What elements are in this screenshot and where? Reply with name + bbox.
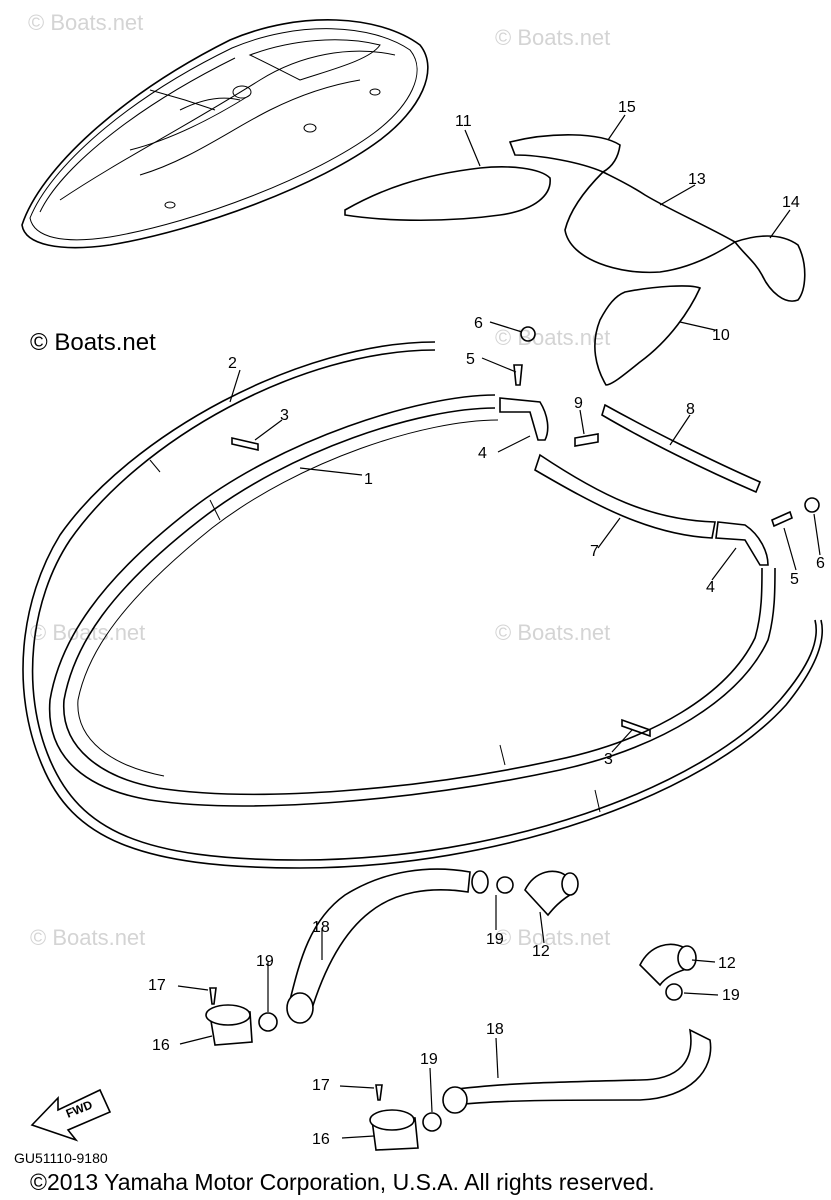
callout-16: 16 — [152, 1037, 170, 1054]
callout-8: 8 — [686, 401, 695, 418]
joint-4-upper — [499, 397, 549, 441]
callout-12: 12 — [532, 943, 550, 960]
drain-plug-16-lower — [369, 1109, 419, 1151]
callout-19: 19 — [420, 1051, 438, 1068]
callout-16: 16 — [312, 1131, 330, 1148]
cap-6-upper — [520, 326, 536, 342]
deck-mats — [344, 134, 806, 386]
callout-11: 11 — [455, 113, 472, 130]
callout-17: 17 — [312, 1077, 330, 1094]
copyright: ©2013 Yamaha Motor Corporation, U.S.A. A… — [30, 1169, 655, 1195]
screw-5-upper — [513, 364, 523, 386]
callout-17: 17 — [148, 977, 166, 994]
callout-4: 4 — [478, 445, 487, 462]
rail-7 — [534, 453, 716, 539]
screw-17-lower — [375, 1084, 383, 1101]
fwd-label: FWD — [64, 1097, 95, 1120]
callout-5: 5 — [790, 571, 799, 588]
callout-14: 14 — [782, 194, 800, 211]
drain-plug-16-upper — [205, 1004, 253, 1046]
callout-5: 5 — [466, 351, 475, 368]
clamp-19-lower — [665, 983, 683, 1001]
callout-18: 18 — [312, 919, 330, 936]
watermark: © Boats.net — [28, 10, 143, 35]
watercraft-illustration — [21, 19, 429, 249]
callout-3: 3 — [280, 407, 289, 424]
boats-net-mark: © Boats.net — [30, 329, 156, 356]
clamp-19-upper — [496, 876, 514, 894]
watermark: © Boats.net — [495, 25, 610, 50]
callout-10: 10 — [712, 327, 730, 344]
rivet-3-upper — [231, 436, 259, 452]
joint-4-lower — [715, 521, 769, 566]
watermark: © Boats.net — [30, 925, 145, 950]
leader-lines — [177, 114, 821, 1139]
callout-15: 15 — [618, 99, 636, 116]
callout-19: 19 — [722, 987, 740, 1004]
drain-assemblies — [205, 868, 712, 1151]
watermark: © Boats.net — [30, 620, 145, 645]
diagram-code: GU51110-9180 — [14, 1150, 108, 1166]
mat-11 — [344, 166, 551, 222]
cap-6-lower — [804, 497, 820, 513]
callout-4: 4 — [706, 579, 715, 596]
clamp-19-right — [422, 1112, 442, 1132]
screw-5-lower — [771, 510, 793, 528]
mat-10 — [594, 285, 702, 386]
watermarks: © Boats.net © Boats.net © Boats.net © Bo… — [28, 10, 610, 950]
screw-9 — [574, 433, 599, 447]
screw-17-upper — [209, 987, 217, 1005]
hose-18-upper — [289, 868, 471, 1017]
callout-3: 3 — [604, 751, 613, 768]
clamp-19-left — [258, 1012, 278, 1032]
hose-18-lower — [448, 1028, 712, 1106]
rail-8 — [601, 403, 762, 494]
callout-19: 19 — [486, 931, 504, 948]
watermark: © Boats.net — [495, 925, 610, 950]
callout-1: 1 — [364, 471, 373, 488]
callout-9: 9 — [574, 395, 583, 412]
callout-13: 13 — [688, 171, 706, 188]
callout-6: 6 — [816, 555, 825, 572]
mat-13 — [564, 171, 737, 274]
fwd-arrow: FWD — [30, 1088, 112, 1142]
callout-2: 2 — [228, 355, 237, 372]
rivet-3-lower — [621, 718, 651, 738]
rail-1-guard — [48, 394, 776, 807]
callout-12: 12 — [718, 955, 736, 972]
mat-15 — [508, 134, 621, 173]
gunwale-rails — [22, 341, 823, 869]
watermark: © Boats.net — [495, 620, 610, 645]
callout-6: 6 — [474, 315, 483, 332]
callout-19: 19 — [256, 953, 274, 970]
callout-18: 18 — [486, 1021, 504, 1038]
rail-2-outer — [31, 349, 817, 861]
callouts: 11 15 13 14 10 2 3 1 6 5 4 9 8 7 4 5 6 3… — [148, 99, 825, 1148]
mat-14 — [733, 235, 806, 302]
fasteners — [231, 326, 820, 738]
callout-7: 7 — [590, 543, 599, 560]
